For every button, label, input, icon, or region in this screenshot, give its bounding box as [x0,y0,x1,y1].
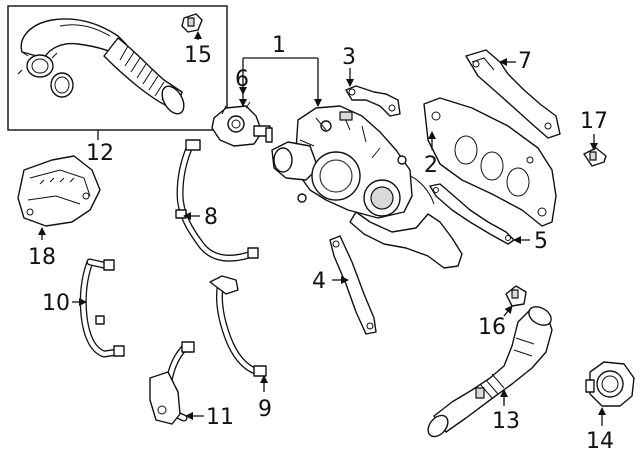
callout-labels: 1 2 3 4 5 6 7 8 9 10 11 12 13 14 15 16 1… [28,33,614,454]
callout-14: 14 [586,429,614,454]
callout-12: 12 [86,141,114,166]
part-11-bracket[interactable] [149,341,195,425]
callout-4: 4 [312,269,326,294]
callout-5: 5 [534,229,548,254]
part-14-throttle-body[interactable] [585,361,635,407]
callout-16: 16 [478,315,506,340]
inset-frame-part-12 [7,5,228,131]
callout-6: 6 [235,67,249,92]
part-13-charge-pipe[interactable] [424,303,554,440]
part-3-bracket[interactable] [345,85,401,117]
callout-3: 3 [342,45,356,70]
part-1-turbocharger[interactable] [271,105,463,269]
callout-15: 15 [184,43,212,68]
callout-9: 9 [258,397,272,422]
callout-11: 11 [206,405,234,430]
callout-1: 1 [272,33,286,58]
part-18-heat-shield[interactable] [17,155,101,227]
part-8-oil-line[interactable] [175,139,259,262]
part-10-coolant-pipe[interactable] [79,258,125,358]
callout-18: 18 [28,245,56,270]
part-9-coolant-line[interactable] [209,275,267,377]
part-2-gasket[interactable] [423,97,557,227]
part-4-strap[interactable] [329,235,377,335]
part-12-intake-hose[interactable] [17,18,188,118]
callout-13: 13 [492,409,520,434]
callout-17: 17 [580,109,608,134]
callout-10: 10 [42,291,70,316]
part-6-actuator[interactable] [211,101,273,147]
part-15-sensor[interactable] [181,13,203,33]
part-16-sensor[interactable] [505,285,527,307]
callout-8: 8 [204,205,218,230]
callout-7: 7 [518,49,532,74]
callout-2: 2 [424,153,438,178]
leader-lines [38,31,606,426]
part-17-sensor[interactable] [583,147,607,167]
